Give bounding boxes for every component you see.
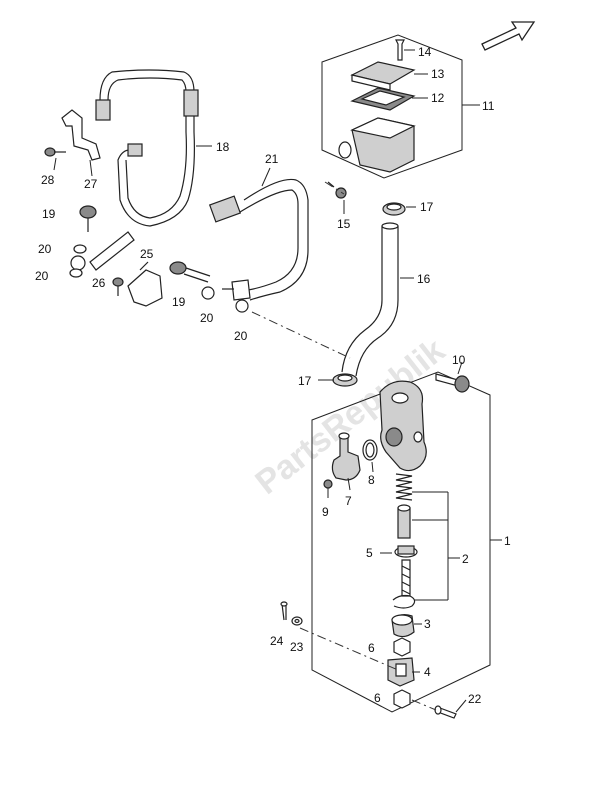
mounting-bolt bbox=[435, 361, 470, 393]
callout-3: 3 bbox=[424, 617, 431, 631]
callout-7: 7 bbox=[345, 494, 352, 508]
callout-5: 5 bbox=[366, 546, 373, 560]
direction-arrow-icon bbox=[481, 21, 536, 51]
callout-6-lower: 6 bbox=[374, 691, 381, 705]
reservoir-group-box bbox=[321, 34, 480, 179]
inlet-fitting bbox=[331, 432, 361, 491]
union-washer-4 bbox=[235, 299, 249, 313]
union-washer-2 bbox=[69, 268, 83, 278]
reservoir-cap-screw bbox=[395, 39, 415, 61]
piston bbox=[397, 504, 411, 539]
callout-14: 14 bbox=[418, 45, 432, 59]
callout-1: 1 bbox=[504, 534, 511, 548]
clevis-joint bbox=[387, 657, 415, 687]
dust-boot bbox=[391, 614, 415, 638]
hose-clamp-lower bbox=[332, 373, 358, 387]
bracket-bolt bbox=[44, 147, 66, 157]
circlip bbox=[392, 594, 416, 609]
callout-28: 28 bbox=[41, 173, 55, 187]
push-rod bbox=[401, 559, 411, 597]
clamp-screw bbox=[112, 277, 124, 296]
locknut-lower bbox=[393, 689, 411, 709]
callout-21: 21 bbox=[265, 152, 279, 166]
callout-25: 25 bbox=[140, 247, 154, 261]
callout-16: 16 bbox=[417, 272, 431, 286]
hose-bracket bbox=[61, 109, 101, 161]
callout-26: 26 bbox=[92, 276, 106, 290]
callout-19-left: 19 bbox=[42, 207, 56, 221]
callout-17-lower: 17 bbox=[298, 374, 312, 388]
callout-27: 27 bbox=[84, 177, 98, 191]
callout-19-right: 19 bbox=[172, 295, 186, 309]
callout-20-d: 20 bbox=[234, 329, 248, 343]
callout-4: 4 bbox=[424, 665, 431, 679]
callout-18: 18 bbox=[216, 140, 230, 154]
callout-23: 23 bbox=[290, 640, 304, 654]
fitting-screw bbox=[323, 479, 333, 498]
callout-20-c: 20 bbox=[200, 311, 214, 325]
hose-clamp-upper bbox=[382, 202, 406, 216]
reservoir-hose bbox=[341, 226, 399, 377]
callout-20-a: 20 bbox=[38, 242, 52, 256]
piston-cup bbox=[394, 545, 418, 558]
callout-13: 13 bbox=[431, 67, 445, 81]
plain-washer bbox=[291, 616, 303, 626]
callout-20-b: 20 bbox=[35, 269, 49, 283]
callout-9: 9 bbox=[322, 505, 329, 519]
reference-line-pin bbox=[299, 627, 399, 671]
o-ring bbox=[362, 439, 378, 473]
callout-22: 22 bbox=[468, 692, 482, 706]
hose-clamp-bracket bbox=[127, 261, 163, 307]
callout-8: 8 bbox=[368, 473, 375, 487]
reference-line-washer bbox=[411, 699, 437, 711]
brake-hose-upper bbox=[95, 69, 199, 227]
reservoir-plate bbox=[350, 87, 428, 111]
union-washer-1 bbox=[73, 244, 87, 254]
callout-10: 10 bbox=[452, 353, 466, 367]
brake-hose-lower bbox=[208, 178, 309, 301]
locknut-upper bbox=[393, 637, 411, 657]
cotter-pin bbox=[280, 601, 288, 621]
callout-11: 11 bbox=[482, 99, 495, 113]
callout-24: 24 bbox=[270, 634, 284, 648]
hose-banjo-fitting bbox=[70, 231, 135, 271]
reservoir-tank bbox=[338, 117, 416, 173]
reference-line-hose bbox=[251, 311, 351, 359]
callout-12: 12 bbox=[431, 91, 445, 105]
callout-6-upper: 6 bbox=[368, 641, 375, 655]
callout-17-upper: 17 bbox=[420, 200, 434, 214]
master-cylinder-group-box bbox=[311, 371, 502, 713]
union-washer-3 bbox=[201, 286, 215, 300]
union-bolt-left bbox=[79, 205, 97, 232]
reference-line-bolt bbox=[324, 181, 345, 195]
callout-2: 2 bbox=[462, 552, 469, 566]
clevis-pin bbox=[434, 705, 457, 719]
reservoir-cap bbox=[350, 61, 428, 91]
reservoir-bolt bbox=[327, 181, 347, 199]
union-bolt-right bbox=[169, 261, 211, 283]
master-cylinder-body bbox=[379, 380, 427, 472]
piston-spring bbox=[395, 473, 413, 501]
callout-15: 15 bbox=[337, 217, 351, 231]
